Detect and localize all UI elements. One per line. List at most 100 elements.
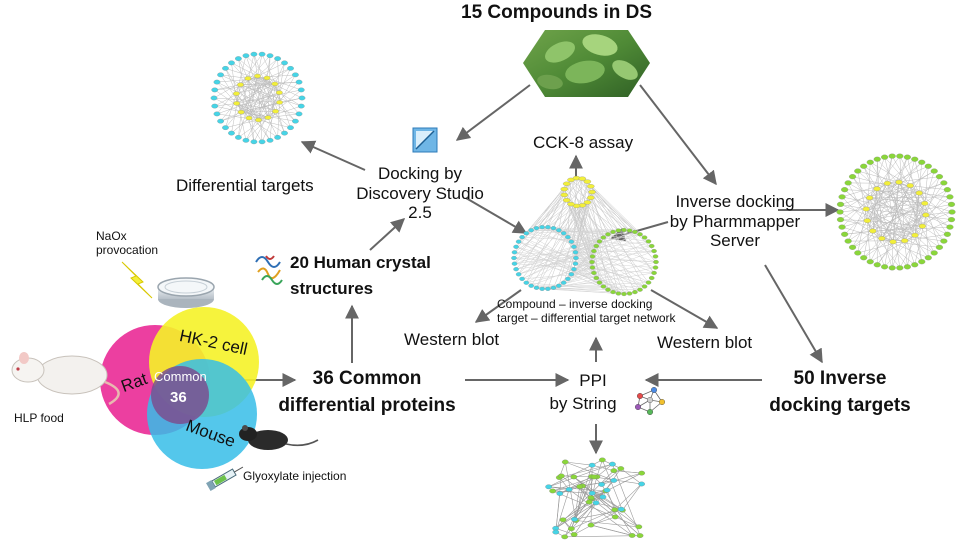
network-edge — [526, 233, 595, 274]
network-edge — [514, 263, 655, 274]
network-edge — [892, 225, 923, 243]
network-edge — [567, 236, 600, 242]
network-edge — [258, 119, 271, 141]
network-node — [596, 280, 603, 285]
network-node — [901, 238, 909, 244]
network-node — [237, 82, 244, 87]
network-node — [567, 201, 575, 207]
network-edge — [865, 208, 922, 262]
network-edge — [564, 188, 597, 247]
network-edge — [220, 111, 242, 122]
network-node — [528, 228, 534, 233]
network-edge — [220, 74, 250, 119]
network-edge — [869, 197, 948, 235]
network-node — [511, 255, 517, 261]
network-node — [587, 522, 595, 528]
network-node — [587, 195, 595, 200]
network-edge — [231, 62, 276, 112]
lightning-icon — [121, 261, 153, 299]
network-edge — [241, 102, 280, 113]
network-node — [836, 217, 845, 223]
network-edge — [266, 68, 291, 79]
network-node — [228, 60, 235, 66]
network-edge — [601, 472, 642, 485]
network-node — [255, 117, 262, 123]
network-edge — [867, 204, 952, 221]
network-node — [651, 249, 657, 254]
network-node — [559, 517, 567, 523]
network-edge — [240, 54, 263, 85]
network-edge — [267, 113, 300, 118]
network-edge — [236, 103, 259, 121]
string-node — [651, 387, 658, 394]
venn-center — [151, 366, 209, 424]
network-node — [572, 250, 579, 255]
network-node — [556, 491, 564, 496]
network-edge — [521, 236, 609, 290]
network-edge — [904, 203, 925, 241]
network-node — [242, 53, 250, 59]
network-edge — [872, 188, 878, 232]
network-edge — [236, 93, 259, 121]
network-node — [233, 101, 241, 106]
network-node — [617, 506, 625, 512]
network-node — [935, 174, 943, 180]
network-edge — [869, 159, 915, 198]
network-node — [233, 91, 240, 96]
network-node — [545, 484, 553, 490]
network-edge — [925, 214, 951, 228]
network-node — [940, 180, 948, 186]
network-node — [573, 255, 579, 261]
network-node — [235, 56, 242, 61]
network-node — [292, 118, 299, 124]
network-edge — [881, 166, 929, 239]
network-node — [528, 283, 534, 288]
network-edge — [575, 231, 636, 253]
inverse-targets-line2: docking targets — [769, 394, 911, 416]
network-node — [911, 262, 919, 268]
network-node — [895, 179, 903, 185]
network-edge — [869, 155, 901, 198]
ppi-line1: PPI — [579, 371, 607, 390]
network-edge — [514, 205, 583, 264]
network-node — [222, 66, 229, 71]
network-node — [587, 184, 595, 189]
network-edge — [841, 197, 870, 228]
network-edge — [536, 194, 565, 229]
network-edge — [847, 197, 870, 242]
network-edge — [869, 197, 925, 204]
network-node — [211, 87, 219, 93]
network-node — [636, 533, 644, 538]
network-edge — [514, 252, 645, 287]
network-edge — [253, 54, 258, 77]
network-node — [626, 291, 633, 296]
network-node — [645, 280, 652, 285]
network-node — [523, 280, 530, 285]
network-edge — [240, 74, 296, 113]
network-edge — [840, 204, 867, 210]
network-edge — [236, 83, 275, 94]
network-node — [244, 76, 252, 81]
network-edge — [925, 176, 940, 216]
network-node — [615, 228, 622, 233]
network-node — [593, 243, 600, 249]
network-node — [576, 484, 584, 489]
network-node — [598, 482, 605, 487]
western-blot-right-label: Western blot — [657, 333, 753, 352]
network-node — [600, 235, 607, 240]
network-node — [258, 51, 266, 57]
network-edge — [236, 89, 302, 104]
network-edge — [863, 238, 882, 258]
common-proteins-label: 36 Common differential proteins — [262, 366, 472, 419]
network-caption: Compound – inverse docking target – diff… — [497, 297, 676, 326]
network-edge — [570, 179, 595, 252]
network-node — [568, 526, 575, 532]
network-node — [565, 487, 573, 492]
network-edge — [279, 62, 285, 93]
network-edge — [266, 77, 302, 91]
network-edge — [575, 520, 639, 528]
compounds-hexagon-photo — [523, 30, 650, 97]
network-node — [918, 259, 926, 265]
network-edge — [582, 205, 614, 293]
network-edge — [573, 246, 594, 252]
